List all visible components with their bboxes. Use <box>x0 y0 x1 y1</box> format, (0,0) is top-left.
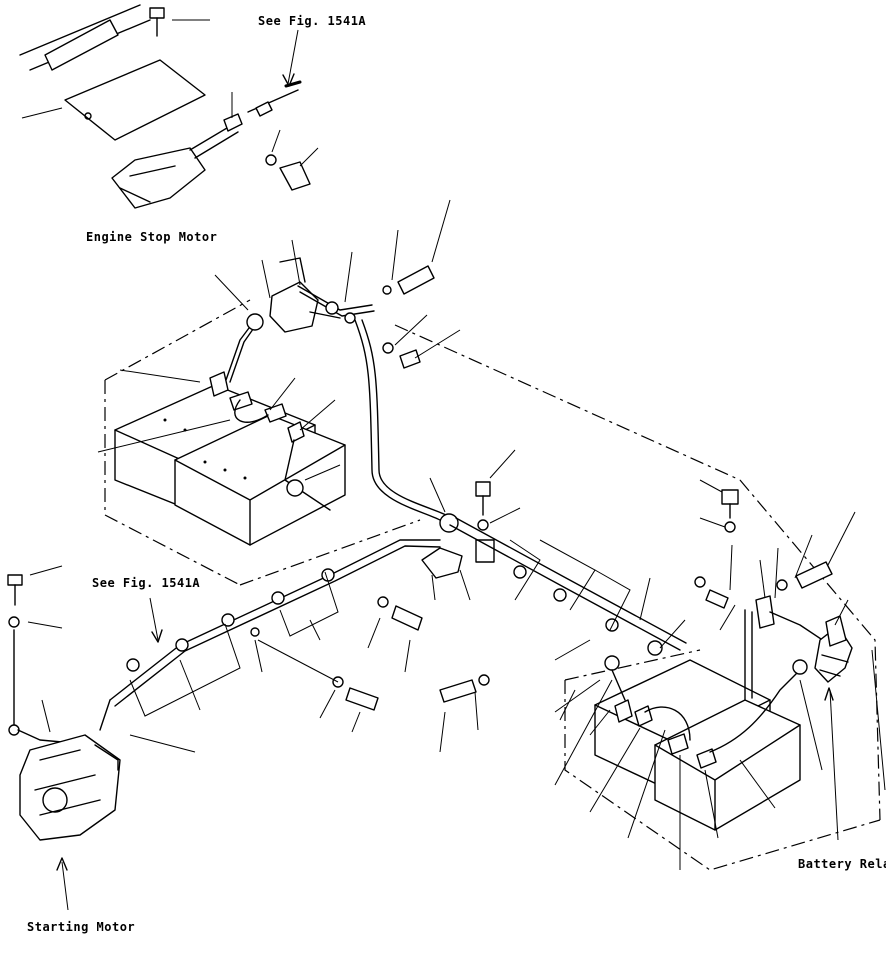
see-fig-left-label: See Fig. 1541A <box>92 576 201 590</box>
lower-right-battery-group <box>439 479 886 871</box>
left-harness-run <box>99 539 441 753</box>
engine-stop-motor-label: Engine Stop Motor <box>86 230 218 244</box>
see-fig-top-label: See Fig. 1541A <box>258 14 367 28</box>
right-harness-run <box>394 324 741 656</box>
starting-motor-label: Starting Motor <box>27 920 136 934</box>
starting-motor-assembly <box>7 565 121 911</box>
central-harness-junction <box>261 199 461 521</box>
engine-stop-motor-assembly <box>19 4 319 209</box>
upper-battery-group <box>97 274 421 586</box>
battery-relay-label: Battery Relay <box>798 857 886 871</box>
center-clamp-assembly <box>421 449 521 601</box>
